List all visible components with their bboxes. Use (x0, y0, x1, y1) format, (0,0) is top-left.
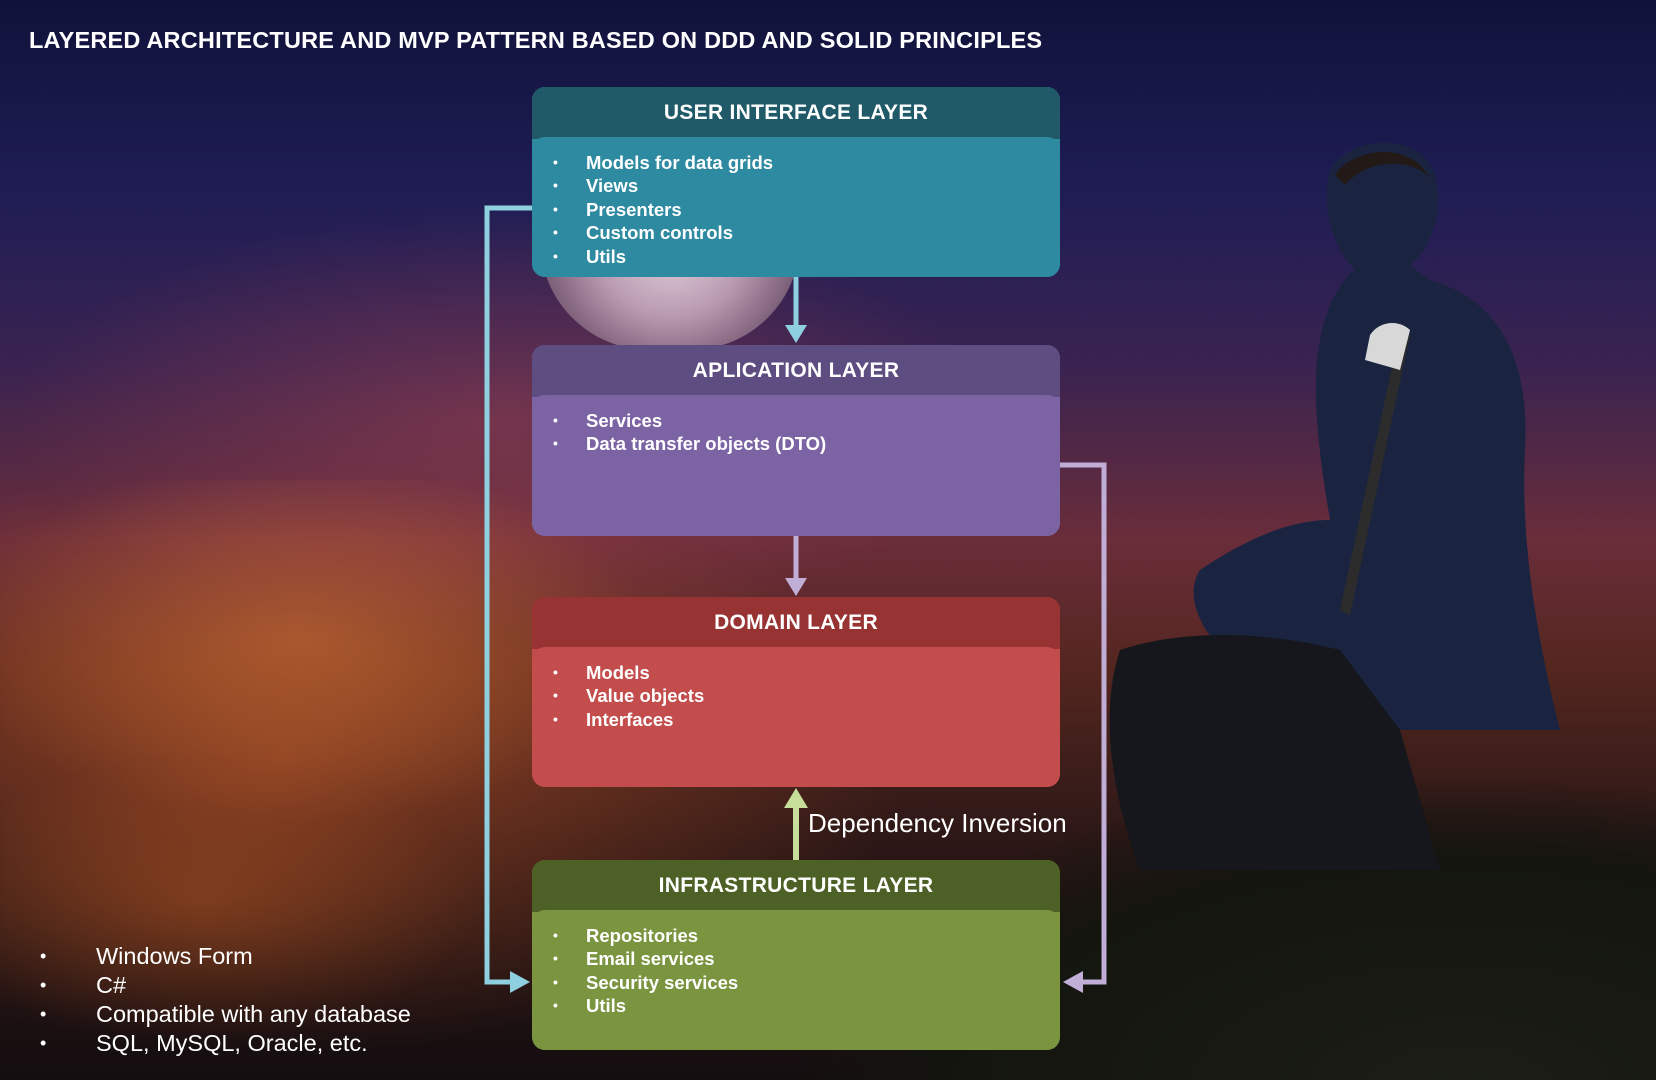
list-item: Email services (532, 947, 1060, 971)
list-item: Models for data grids (532, 151, 1060, 175)
layer-items: ModelsValue objectsInterfaces (532, 661, 1060, 732)
list-item: Presenters (532, 198, 1060, 222)
page-title: LAYERED ARCHITECTURE AND MVP PATTERN BAS… (29, 27, 1043, 53)
dependency-inversion-label: Dependency Inversion (808, 808, 1067, 838)
domain-layer: DOMAIN LAYER ModelsValue objectsInterfac… (532, 597, 1060, 787)
list-item: Views (532, 174, 1060, 198)
list-item: Windows Form (40, 942, 411, 971)
list-item: Compatible with any database (40, 1000, 411, 1029)
list-item: Utils (532, 994, 1060, 1018)
layer-items: ServicesData transfer objects (DTO) (532, 409, 1060, 456)
arrow-app-to-domain-head (785, 578, 807, 596)
list-item: Services (532, 409, 1060, 433)
list-item: Interfaces (532, 708, 1060, 732)
list-item: Data transfer objects (DTO) (532, 432, 1060, 456)
layer-items: RepositoriesEmail servicesSecurity servi… (532, 924, 1060, 1018)
user-interface-layer: USER INTERFACE LAYER Models for data gri… (532, 87, 1060, 277)
application-layer: APLICATION LAYER ServicesData transfer o… (532, 345, 1060, 536)
layer-title: INFRASTRUCTURE LAYER (532, 860, 1060, 912)
layer-items: Models for data gridsViewsPresentersCust… (532, 151, 1060, 268)
arrow-app-to-infra-head (1063, 971, 1083, 993)
arrow-app-to-infra (1060, 462, 1107, 985)
layer-title: USER INTERFACE LAYER (532, 87, 1060, 139)
layer-title: DOMAIN LAYER (532, 597, 1060, 649)
list-item: Models (532, 661, 1060, 685)
list-item: Utils (532, 245, 1060, 269)
list-item: Repositories (532, 924, 1060, 948)
tech-stack-items: Windows FormC#Compatible with any databa… (40, 942, 411, 1058)
arrow-infra-to-domain-head (784, 788, 808, 808)
list-item: Security services (532, 971, 1060, 995)
infrastructure-layer: INFRASTRUCTURE LAYER RepositoriesEmail s… (532, 860, 1060, 1050)
arrow-ui-to-infra (484, 205, 532, 985)
layer-title: APLICATION LAYER (532, 345, 1060, 397)
list-item: Value objects (532, 684, 1060, 708)
arrow-ui-to-infra-head (510, 971, 530, 993)
arrow-ui-to-app-head (785, 325, 807, 343)
list-item: C# (40, 971, 411, 1000)
list-item: SQL, MySQL, Oracle, etc. (40, 1029, 411, 1058)
tech-stack-list: Windows FormC#Compatible with any databa… (40, 942, 411, 1058)
list-item: Custom controls (532, 221, 1060, 245)
